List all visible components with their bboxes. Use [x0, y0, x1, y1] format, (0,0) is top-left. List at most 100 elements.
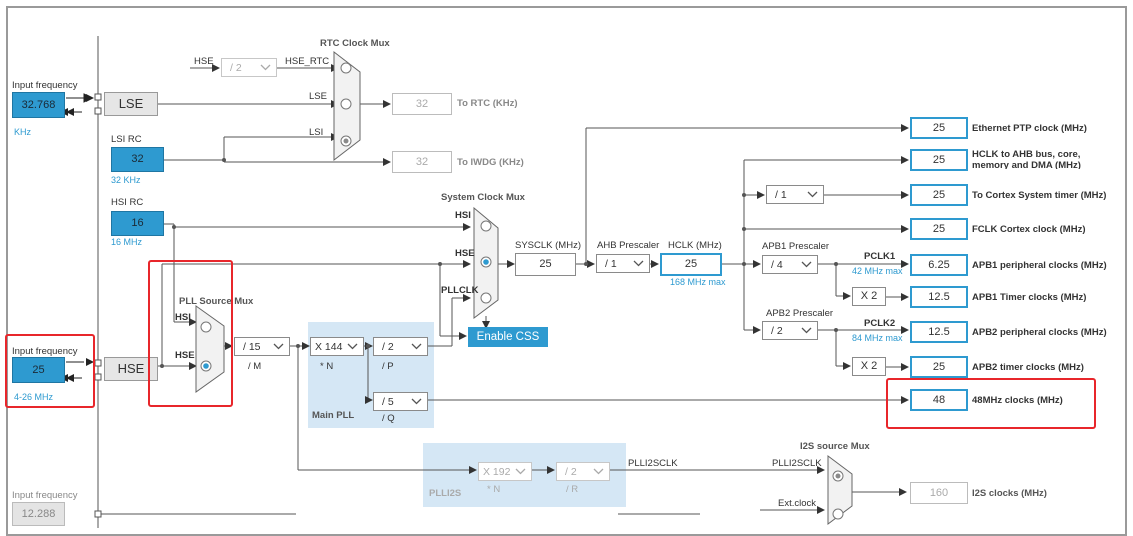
pll-src-hse-label: HSE [175, 350, 195, 361]
lse-oscillator: LSE [104, 92, 158, 116]
ethernet-ptp-clock-label: Ethernet PTP clock (MHz) [972, 123, 1087, 134]
enable-css-button[interactable]: Enable CSS [468, 327, 548, 347]
ahb-prescaler-label: AHB Prescaler [597, 240, 660, 251]
highlight-48mhz-output [886, 378, 1096, 429]
i2s-source-mux-title: I2S source Mux [800, 441, 870, 452]
chevron-down-icon [807, 191, 818, 198]
apb1-peripheral-label: APB1 peripheral clocks (MHz) [972, 260, 1107, 271]
hclk-label: HCLK (MHz) [668, 240, 722, 251]
hclk-ahb-field[interactable]: 25 [910, 149, 968, 171]
pll-q-divider-select[interactable]: / 5 [373, 392, 428, 411]
i2s-ext-clock-label: Ext.clock [778, 498, 817, 509]
highlight-pll-source-mux [148, 260, 233, 407]
sysclk-hse-label: HSE [455, 248, 475, 259]
chevron-down-icon [260, 64, 271, 71]
chevron-down-icon [411, 398, 422, 405]
sysclk-pllclk-label: PLLCLK [441, 285, 479, 296]
rtc-hse-label: HSE [194, 56, 214, 67]
plli2sclk-label: PLLI2SCLK [628, 458, 678, 469]
apb2-timer-field[interactable]: 25 [910, 356, 968, 378]
lsi-rc-value: 32 [111, 147, 164, 172]
fclk-cortex-field[interactable]: 25 [910, 218, 968, 240]
hse-input-frequency-label: Input frequency [12, 346, 78, 357]
plli2s-label: PLLI2S [429, 488, 462, 499]
lse-input-frequency-field[interactable]: 32.768 [12, 92, 65, 118]
hse-range: 4-26 MHz [14, 392, 54, 402]
rtc-hse-divider-select[interactable]: / 2 [221, 58, 277, 77]
apb2-peripheral-label: APB2 peripheral clocks (MHz) [972, 327, 1107, 338]
lsi-unit: 32 KHz [111, 175, 141, 185]
apb2-timer-multiplier: X 2 [852, 357, 886, 376]
chevron-down-icon [801, 327, 812, 334]
pll-q-label: / Q [382, 413, 395, 424]
hsi-rc-value: 16 [111, 211, 164, 236]
plli2s-n-multiplier-select[interactable]: X 192 [478, 462, 532, 481]
lse-input-frequency-label: Input frequency [12, 80, 78, 91]
i2s-clocks-field[interactable]: 160 [910, 482, 968, 504]
i2s-clocks-label: I2S clocks (MHz) [972, 488, 1047, 499]
apb2-peripheral-field[interactable]: 12.5 [910, 321, 968, 343]
ahb-prescaler-select[interactable]: / 1 [596, 254, 650, 273]
cortex-system-timer-label: To Cortex System timer (MHz) [972, 190, 1107, 201]
chevron-down-icon [347, 343, 358, 350]
pclk1-label: PCLK1 [864, 251, 896, 262]
iwdg-output-value: 32 [392, 151, 452, 173]
chevron-down-icon [411, 343, 422, 350]
apb1-timer-multiplier: X 2 [852, 287, 886, 306]
system-clock-mux-title: System Clock Mux [441, 192, 525, 203]
hclk-ahb-label: HCLK to AHB bus, core, memory and DMA (M… [972, 149, 1081, 169]
lse-unit: KHz [14, 127, 32, 137]
pll-n-multiplier-select[interactable]: X 144 [310, 337, 364, 356]
rtc-output-label: To RTC (KHz) [457, 98, 518, 109]
rtc-hse-rtc-label: HSE_RTC [285, 56, 330, 67]
cortex-timer-divider-select[interactable]: / 1 [766, 185, 824, 204]
hclk-max: 168 MHz max [670, 277, 726, 287]
fclk-cortex-label: FCLK Cortex clock (MHz) [972, 224, 1086, 235]
pll-m-divider-select[interactable]: / 15 [234, 337, 290, 356]
rtc-lse-label: LSE [309, 91, 327, 102]
i2s-input-frequency-field[interactable]: 12.288 [12, 502, 65, 526]
rtc-output-value: 32 [392, 93, 452, 115]
plli2s-r-divider-select[interactable]: / 2 [556, 462, 610, 481]
hsi-unit: 16 MHz [111, 237, 143, 247]
pll-n-label: * N [320, 361, 334, 372]
hse-input-frequency-field[interactable]: 25 [12, 357, 65, 383]
clk-48mhz-field[interactable]: 48 [910, 389, 968, 411]
sysclk-value: 25 [515, 253, 576, 276]
plli2s-r-label: / R [566, 484, 579, 495]
rtc-lsi-label: LSI [309, 127, 324, 138]
pll-src-hsi-label: HSI [175, 312, 191, 323]
hclk-field[interactable]: 25 [660, 253, 722, 276]
pll-p-divider-select[interactable]: / 2 [373, 337, 428, 356]
chevron-down-icon [593, 468, 604, 475]
apb1-peripheral-field[interactable]: 6.25 [910, 254, 968, 276]
iwdg-output-label: To IWDG (KHz) [457, 157, 524, 168]
lsi-rc-label: LSI RC [111, 134, 142, 145]
clk-48mhz-label: 48MHz clocks (MHz) [972, 395, 1063, 406]
pll-m-label: / M [248, 361, 262, 372]
i2s-input-frequency-label: Input frequency [12, 490, 78, 501]
apb2-prescaler-select[interactable]: / 2 [762, 321, 818, 340]
chevron-down-icon [633, 260, 644, 267]
pll-source-mux-title: PLL Source Mux [179, 296, 254, 307]
highlight-hse-input [5, 334, 95, 408]
apb1-timer-field[interactable]: 12.5 [910, 286, 968, 308]
pclk2-label: PCLK2 [864, 318, 896, 329]
pclk2-max: 84 MHz max [852, 333, 903, 343]
rtc-clock-mux-title: RTC Clock Mux [320, 38, 390, 49]
apb1-prescaler-select[interactable]: / 4 [762, 255, 818, 274]
apb1-prescaler-label: APB1 Prescaler [762, 241, 830, 252]
chevron-down-icon [273, 343, 284, 350]
pclk1-max: 42 MHz max [852, 266, 903, 276]
apb1-timer-label: APB1 Timer clocks (MHz) [972, 292, 1087, 303]
cortex-system-timer-field[interactable]: 25 [910, 184, 968, 206]
apb2-prescaler-label: APB2 Prescaler [766, 308, 834, 319]
sysclk-hsi-label: HSI [455, 210, 471, 221]
main-pll-label: Main PLL [312, 410, 355, 421]
plli2s-n-label: * N [487, 484, 501, 495]
apb2-timer-label: APB2 timer clocks (MHz) [972, 362, 1084, 373]
pll-p-label: / P [382, 361, 394, 372]
hsi-rc-label: HSI RC [111, 197, 144, 208]
chevron-down-icon [801, 261, 812, 268]
ethernet-ptp-clock-field[interactable]: 25 [910, 117, 968, 139]
